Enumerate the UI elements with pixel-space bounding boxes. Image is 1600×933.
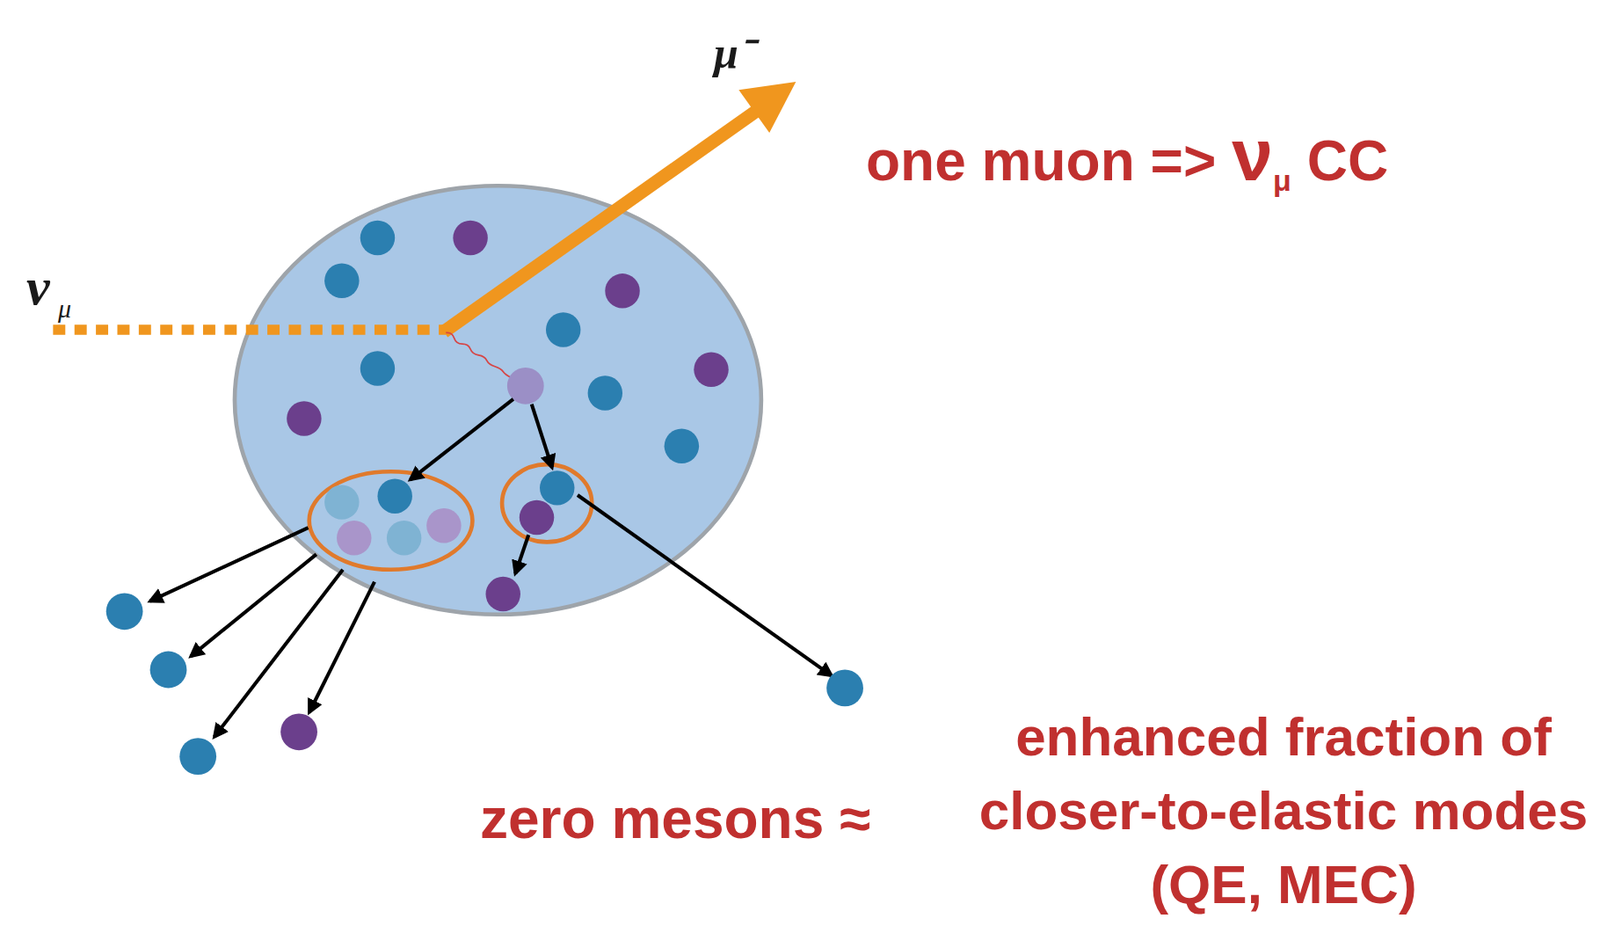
pair-ring — [501, 464, 592, 542]
annotation-text: CC — [1307, 128, 1389, 194]
pair-neutron — [519, 500, 554, 535]
annotation-text: zero mesons ≈ — [480, 785, 871, 851]
annotation-text: one muon => — [865, 128, 1216, 194]
boson-line — [445, 332, 520, 383]
proton-dots — [324, 220, 699, 464]
nucleus — [234, 185, 762, 615]
neutrino-subscript: μ — [1272, 163, 1292, 198]
ejected-nucleons — [106, 576, 864, 775]
muon-arrowhead — [738, 81, 796, 133]
knockout-arrows — [150, 399, 832, 737]
neutrino-symbol: ν — [1231, 112, 1273, 198]
neutrino-subscript: μ — [58, 293, 72, 324]
muon-arrow — [443, 108, 761, 332]
neutrino-line — [52, 324, 446, 335]
neutrino-label: ν — [26, 256, 51, 318]
cluster-dots — [324, 478, 462, 555]
cluster-ring — [309, 471, 473, 569]
annotation-row: one muon =>νμ CC — [865, 112, 1389, 198]
muon-label: μ⁻ — [713, 21, 754, 81]
pair-proton — [539, 470, 575, 505]
annotation-text: enhanced fraction of closer-to-elastic m… — [975, 699, 1592, 922]
